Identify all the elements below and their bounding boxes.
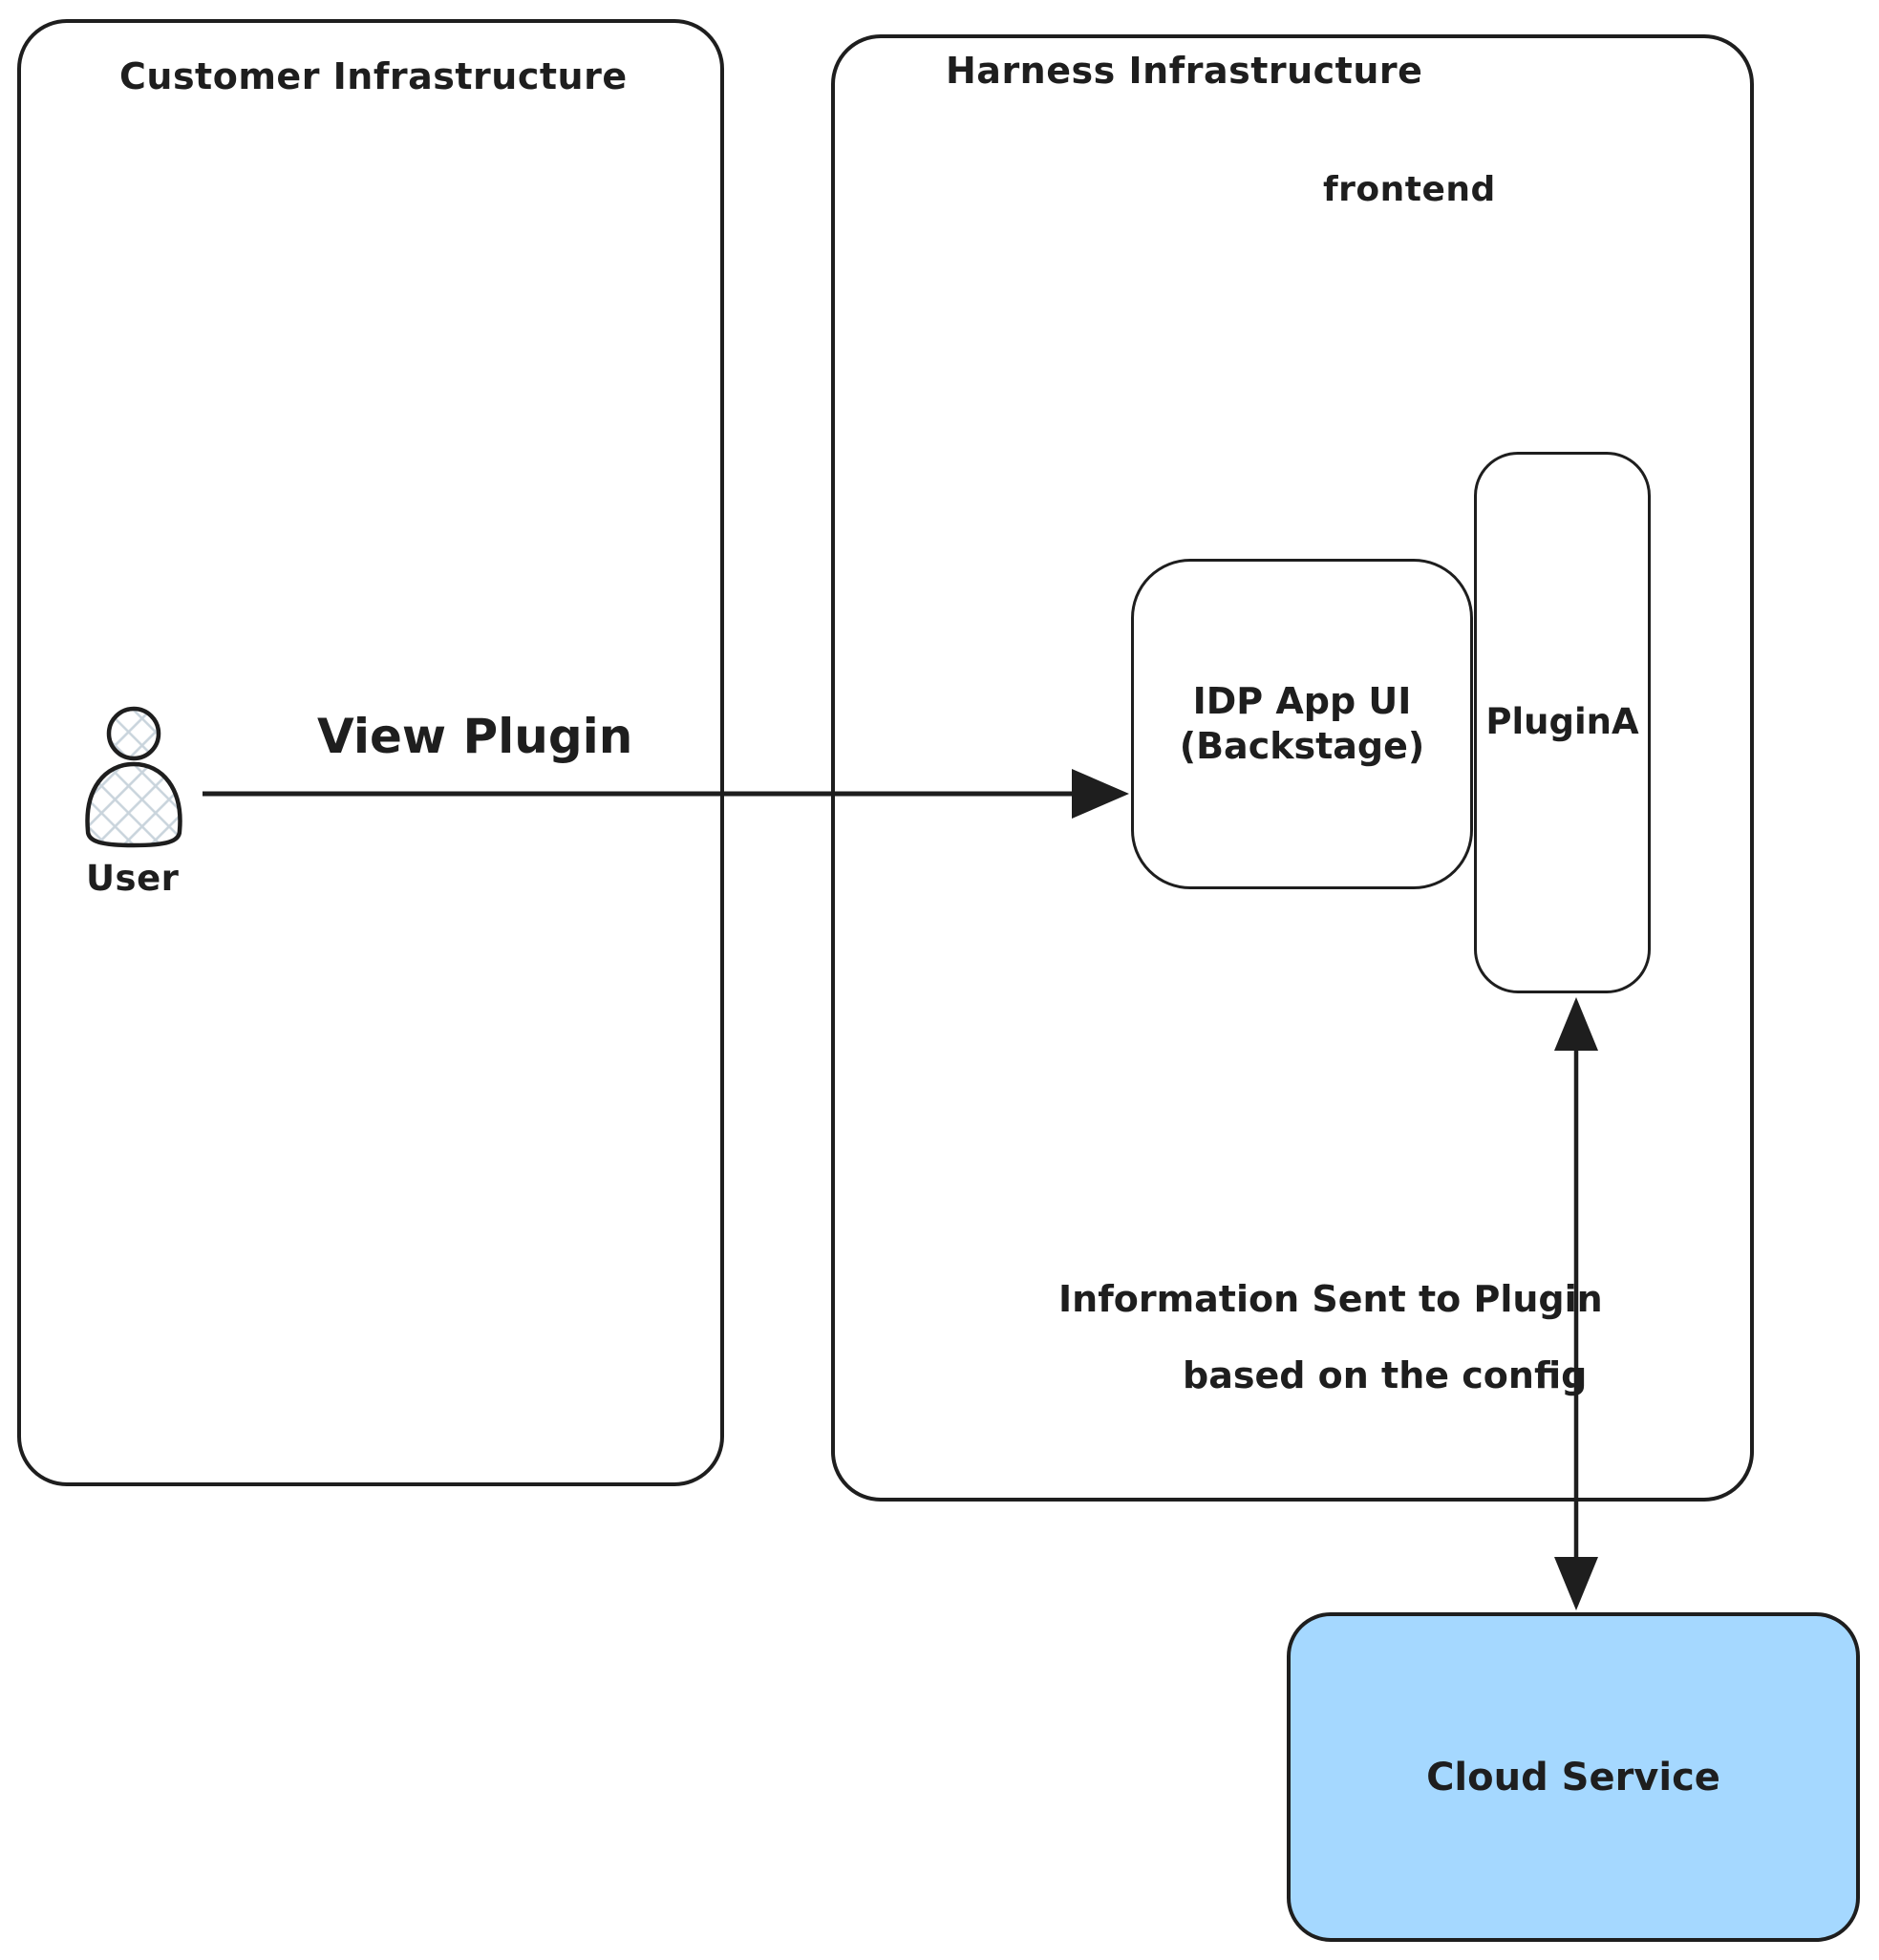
plugin-a-box <box>1474 452 1651 993</box>
view-plugin-edge-label: View Plugin <box>317 709 633 764</box>
idp-app-ui-label-line2: (Backstage) <box>1179 725 1425 767</box>
frontend-label: frontend <box>1323 170 1496 209</box>
harness-infrastructure-box <box>831 34 1754 1502</box>
idp-app-ui-label: IDP App UI (Backstage) <box>1131 559 1473 889</box>
cloud-service-box <box>1287 1612 1860 1942</box>
info-edge-label-line1: Information Sent to Plugin <box>1058 1278 1603 1320</box>
harness-infrastructure-title: Harness Infrastructure <box>946 50 1423 92</box>
user-label: User <box>86 858 180 899</box>
cloud-service-label: Cloud Service <box>1426 1755 1720 1800</box>
arrowhead-down-icon <box>1554 1557 1598 1610</box>
customer-infrastructure-title: Customer Infrastructure <box>119 55 628 97</box>
idp-app-ui-box <box>1131 559 1473 889</box>
plugin-a-label: PluginA <box>1485 701 1639 743</box>
info-edge-label-line2: based on the config <box>1183 1354 1588 1396</box>
idp-app-ui-label-line1: IDP App UI <box>1192 679 1412 722</box>
customer-infrastructure-box <box>17 19 724 1486</box>
